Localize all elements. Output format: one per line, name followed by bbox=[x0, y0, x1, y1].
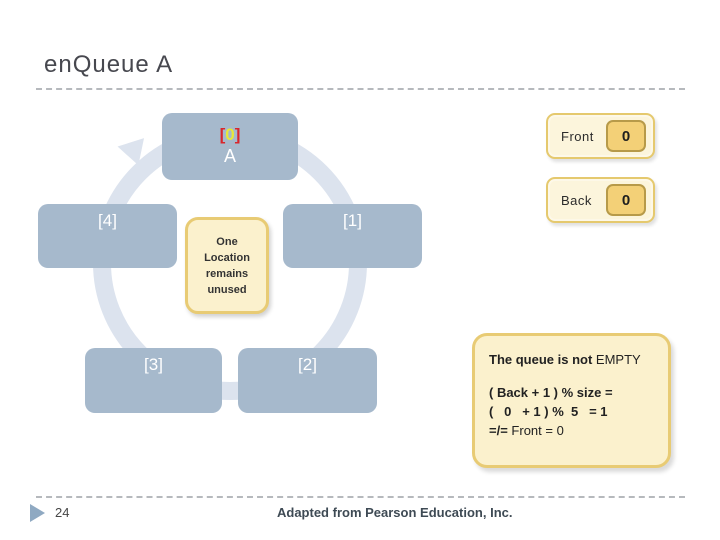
center-note-callout: One Location remains unused bbox=[185, 217, 269, 314]
back-pointer-value: 0 bbox=[606, 184, 646, 216]
explanation-status-rest: EMPTY bbox=[592, 352, 641, 367]
explanation-status-line: The queue is not EMPTY bbox=[489, 352, 668, 367]
queue-cell-0: [0] A bbox=[162, 113, 298, 180]
explanation-status-bold: The queue is not bbox=[489, 352, 593, 367]
explanation-formula-line-2: ( 0 + 1 ) % 5 = 1 bbox=[489, 404, 608, 419]
not-equal-symbol: =/= bbox=[489, 423, 512, 438]
back-pointer-label: Back bbox=[561, 192, 592, 208]
front-pointer-label: Front bbox=[561, 128, 594, 144]
cell-0-index-digit: 0 bbox=[225, 125, 235, 145]
page-title: enQueue A bbox=[44, 51, 174, 78]
footer-divider bbox=[36, 496, 685, 498]
queue-cell-1: [1] bbox=[283, 204, 422, 268]
front-pointer-box: Front 0 bbox=[546, 113, 655, 159]
cell-0-bracket-close: ] bbox=[234, 125, 241, 145]
cell-3-index-label: [3] bbox=[144, 355, 163, 374]
cell-1-index-label: [1] bbox=[343, 211, 362, 230]
explanation-formula-line-3: =/= Front = 0 bbox=[489, 421, 668, 440]
front-pointer-value: 0 bbox=[606, 120, 646, 152]
footer-bullet-icon bbox=[30, 504, 45, 522]
cell-0-index-label: [0] bbox=[219, 125, 241, 145]
footer-credit: Adapted from Pearson Education, Inc. bbox=[277, 505, 513, 520]
queue-cell-4: [4] bbox=[38, 204, 177, 268]
back-pointer-box: Back 0 bbox=[546, 177, 655, 223]
queue-cell-3: [3] bbox=[85, 348, 222, 413]
cell-2-index-label: [2] bbox=[298, 355, 317, 374]
cell-0-bracket-open: [ bbox=[219, 125, 226, 145]
explanation-formula-rest: Front = 0 bbox=[511, 423, 564, 438]
title-divider bbox=[36, 88, 685, 90]
page-number: 24 bbox=[55, 505, 70, 520]
explanation-callout: The queue is not EMPTY ( Back + 1 ) % si… bbox=[472, 333, 671, 468]
cell-0-value: A bbox=[223, 145, 236, 166]
queue-cell-2: [2] bbox=[238, 348, 377, 413]
explanation-formula-line-1: ( Back + 1 ) % size = bbox=[489, 385, 613, 400]
cell-4-index-label: [4] bbox=[98, 211, 117, 230]
